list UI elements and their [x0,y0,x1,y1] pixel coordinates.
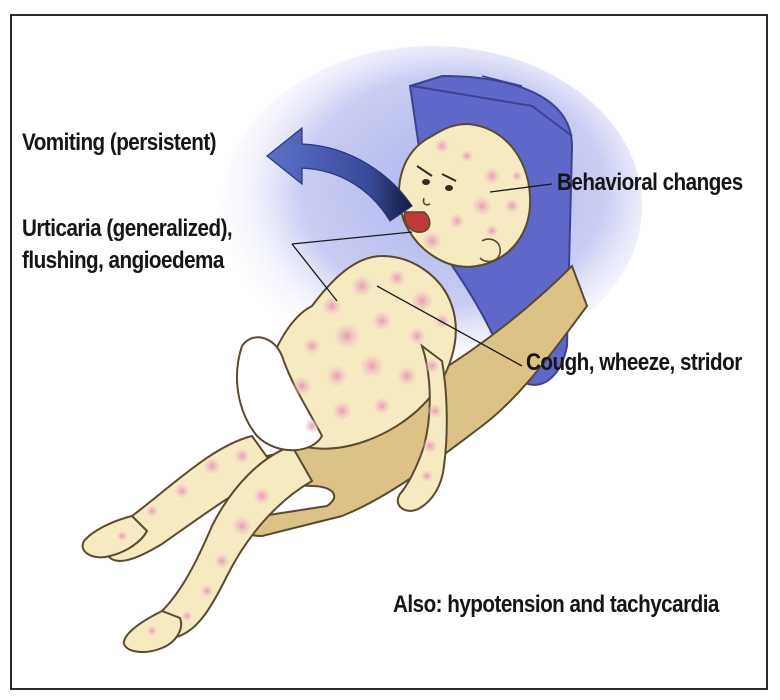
label-respiratory: Cough, wheeze, stridor [526,348,742,378]
label-urticaria-line2: flushing, angioedema [22,246,224,276]
label-behavioral: Behavioral changes [557,168,743,198]
figure-frame: Vomiting (persistent) Urticaria (general… [10,14,768,690]
label-urticaria-line1: Urticaria (generalized), [22,214,232,244]
label-also: Also: hypotension and tachycardia [393,590,719,620]
label-vomiting: Vomiting (persistent) [22,128,216,158]
